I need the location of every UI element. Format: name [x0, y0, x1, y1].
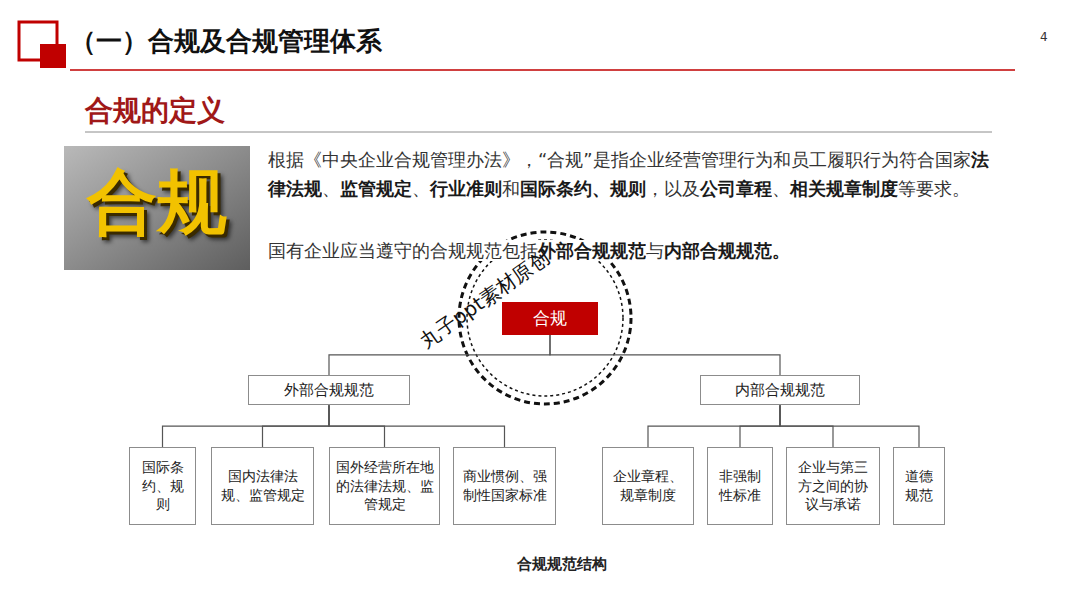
- page-number: 4: [1040, 30, 1048, 44]
- leaf-box: 国外经营所在地的法律法规、监管规定: [329, 447, 440, 525]
- slide-title: （一）合规及合规管理体系: [70, 24, 382, 59]
- paragraph-text: 、: [772, 178, 790, 199]
- bold-term: 监管规定: [340, 178, 412, 199]
- bold-term: 外部合规规范: [538, 240, 646, 261]
- node-text: 道德规范: [899, 467, 939, 505]
- tree-connector: [263, 405, 330, 447]
- watermark: 丸子ppt素材原创: [415, 247, 552, 353]
- tree-connector: [740, 405, 780, 447]
- tree-connector: [163, 405, 330, 447]
- bold-term: 公司章程: [700, 178, 772, 199]
- node-text: 合规: [533, 307, 567, 330]
- category-box: 外部合规规范: [248, 375, 410, 405]
- leaf-box: 企业章程、规章制度: [602, 447, 694, 525]
- node-text: 非强制性标准: [713, 467, 767, 505]
- tree-connector: [329, 405, 505, 447]
- node-text: 商业惯例、强制性国家标准: [459, 467, 550, 505]
- paragraph-text: 根据《中央企业合规管理办法》，“合规”是指企业经营管理行为和员工履职行为符合国家: [268, 149, 971, 170]
- illustration-ground: [64, 146, 250, 270]
- node-text: 国外经营所在地的法律法规、监管规定: [335, 458, 434, 515]
- definition-paragraph: 根据《中央企业合规管理办法》，“合规”是指企业经营管理行为和员工履职行为符合国家…: [268, 145, 990, 203]
- paragraph-text: 、: [322, 178, 340, 199]
- node-text: 国际条约、规则: [135, 458, 190, 515]
- section-heading: 合规的定义: [85, 94, 225, 128]
- tree-connector: [550, 335, 780, 375]
- header-rule: [70, 69, 1015, 71]
- paragraph-text: 与: [646, 240, 664, 261]
- figure-caption: 合规规范结构: [462, 555, 662, 574]
- leaf-box: 非强制性标准: [707, 447, 773, 525]
- illustration-word: 合规: [64, 160, 250, 244]
- leaf-box: 商业惯例、强制性国家标准: [453, 447, 556, 525]
- leaf-box: 国际条约、规则: [129, 447, 196, 525]
- paragraph-text: 和: [502, 178, 520, 199]
- bold-term: 相关规章制度: [790, 178, 898, 199]
- leaf-box: 企业与第三方之间的协议与承诺: [786, 447, 880, 525]
- header-icon-fill: [40, 44, 66, 68]
- scope-paragraph: 国有企业应当遵守的合规规范包括外部合规规范与内部合规规范。: [268, 236, 990, 265]
- paragraph-text: 、: [412, 178, 430, 199]
- category-box: 内部合规规范: [700, 375, 860, 405]
- bold-term: 内部合规规范。: [664, 240, 790, 261]
- node-text: 国内法律法规、监管规定: [217, 467, 308, 505]
- node-text: 企业与第三方之间的协议与承诺: [792, 458, 874, 515]
- bold-term: 行业准则: [430, 178, 502, 199]
- bold-term: 国际条约、规则: [520, 178, 646, 199]
- tree-connector: [780, 405, 919, 447]
- node-text: 内部合规规范: [735, 380, 825, 400]
- node-text: 外部合规规范: [284, 380, 374, 400]
- leaf-box: 道德规范: [893, 447, 945, 525]
- leaf-box: 国内法律法规、监管规定: [211, 447, 314, 525]
- root-box: 合规: [502, 302, 598, 335]
- node-text: 企业章程、规章制度: [608, 467, 688, 505]
- section-rule: [85, 132, 992, 133]
- paragraph-text: 国有企业应当遵守的合规规范包括: [268, 240, 538, 261]
- paragraph-text: 等要求。: [898, 178, 970, 199]
- paragraph-text: ，以及: [646, 178, 700, 199]
- tree-connector: [648, 405, 780, 447]
